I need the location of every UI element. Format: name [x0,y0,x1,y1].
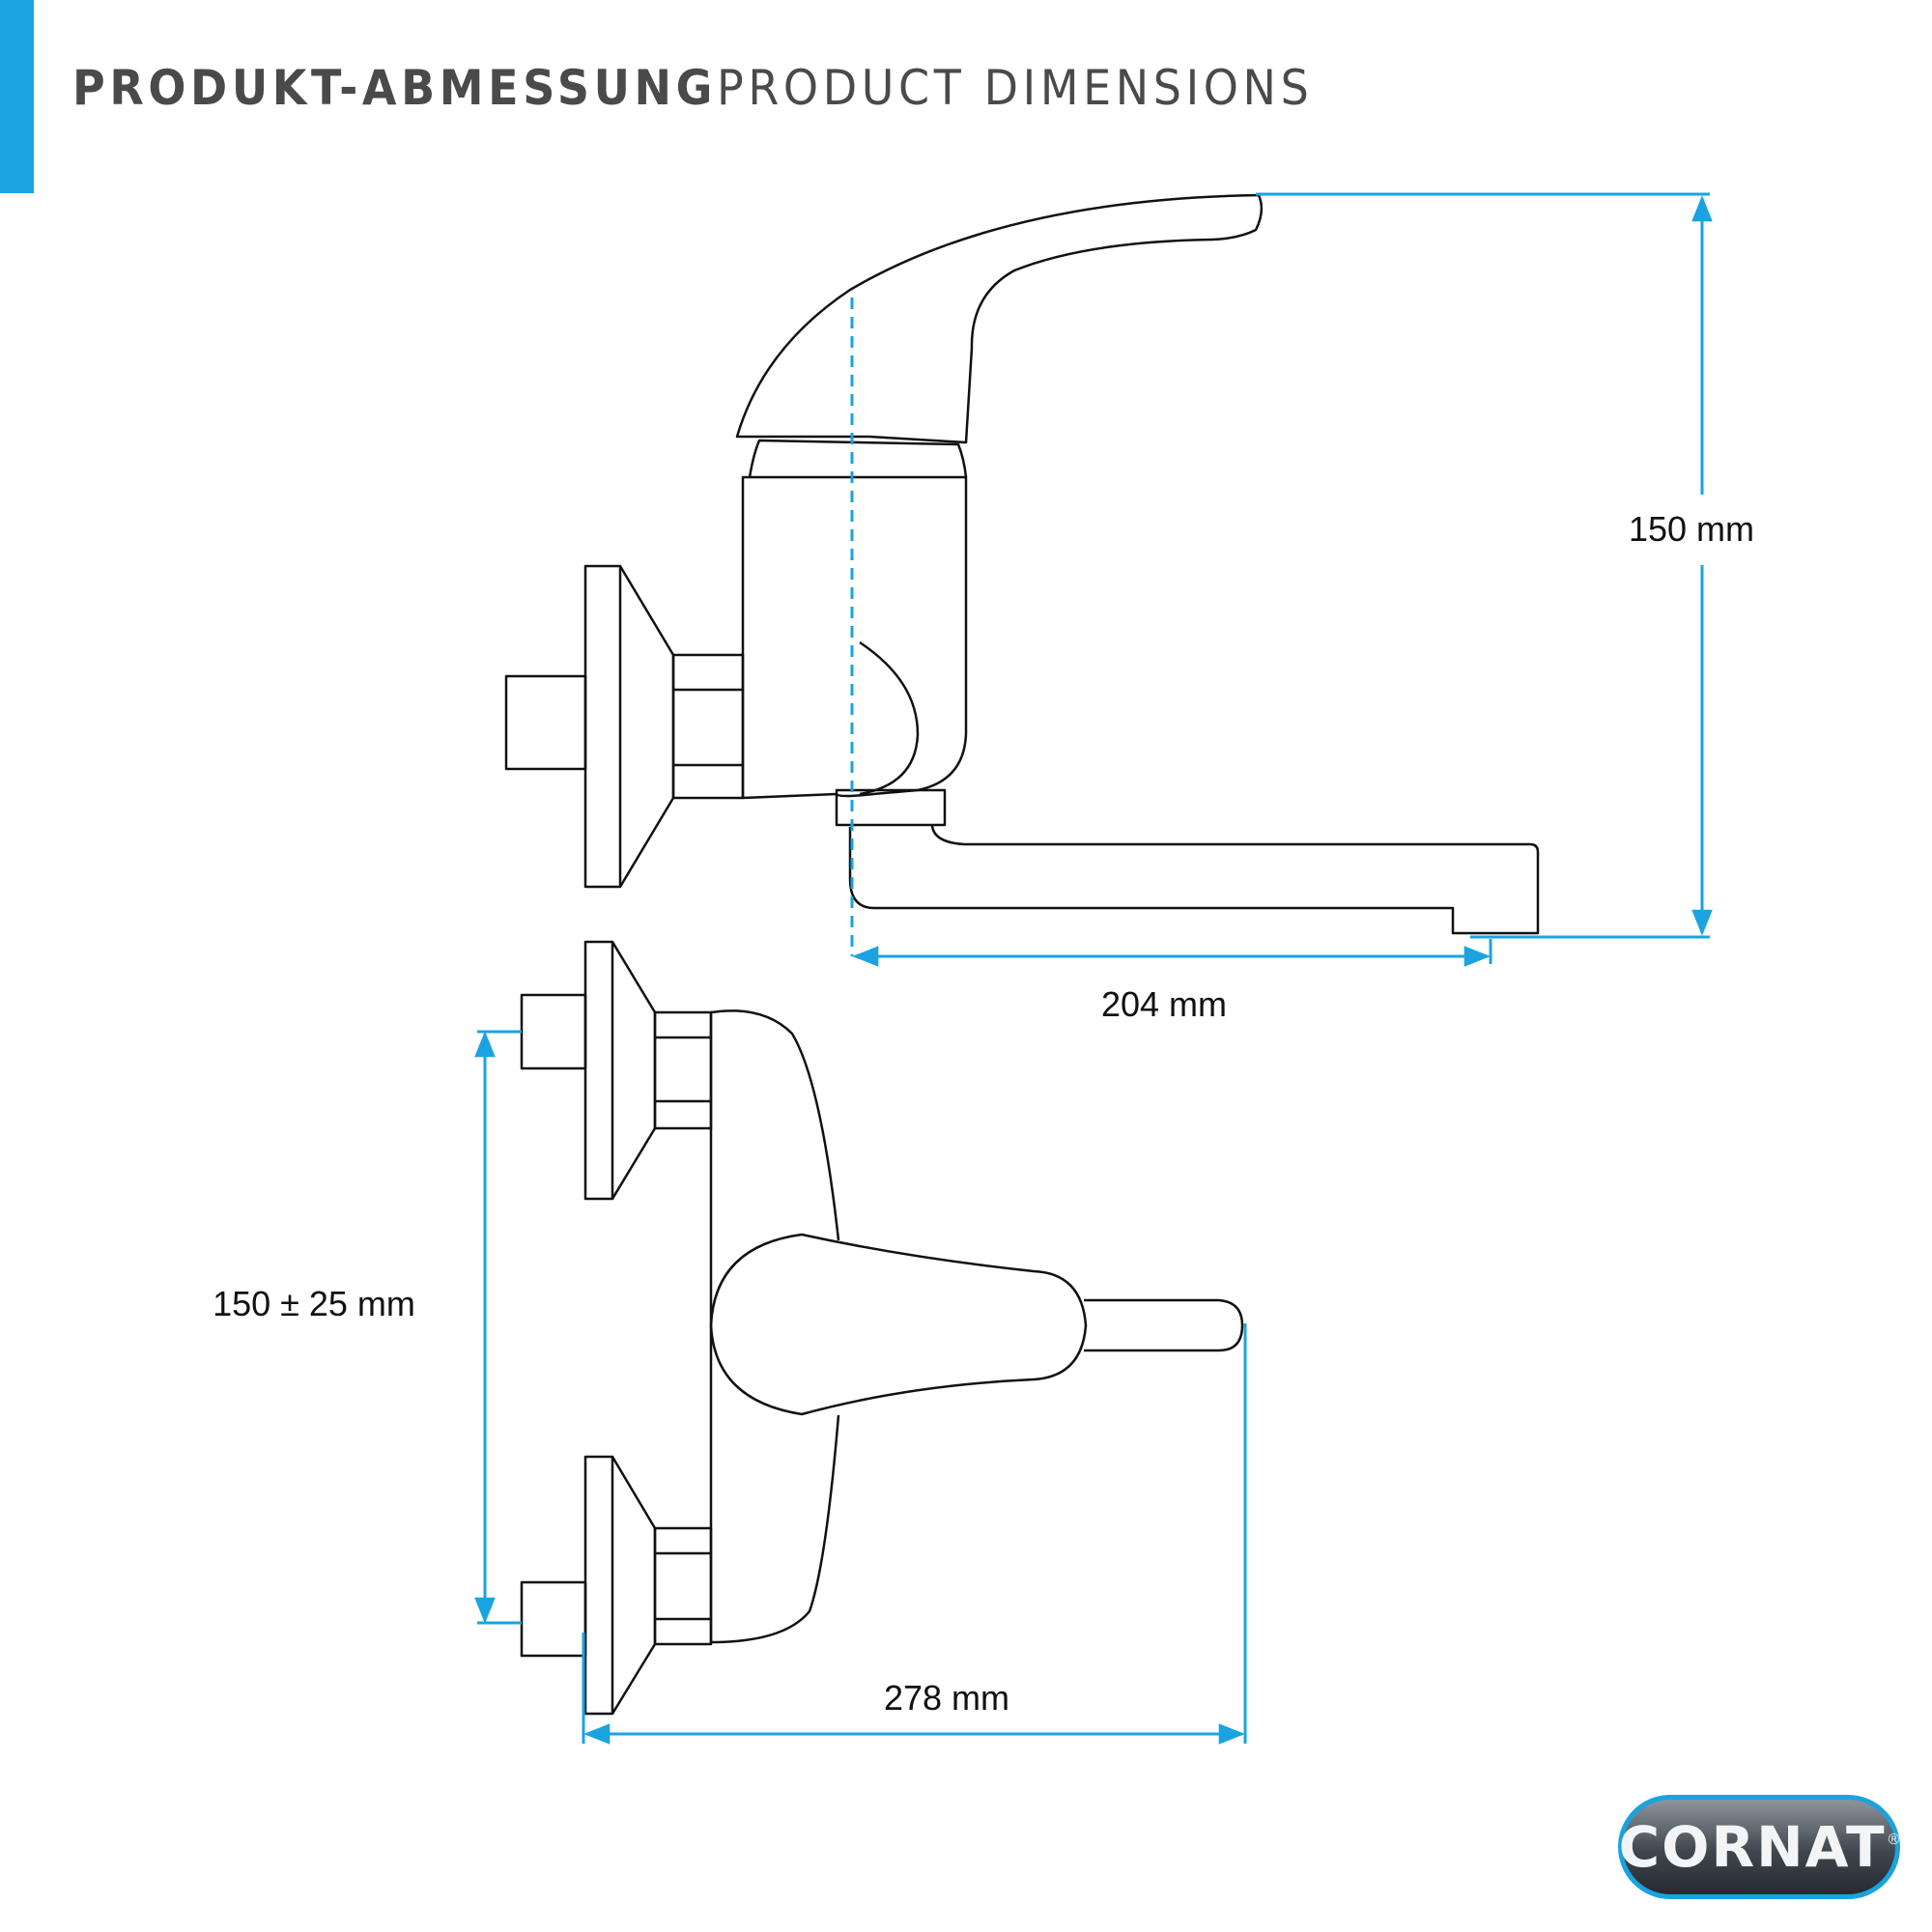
registered-mark: ® [1888,1832,1900,1848]
front-view-faucet [520,940,1244,1716]
side-view-dimensions [850,192,1713,967]
reach-label: 204 mm [1101,984,1227,1024]
title-german: PRODUKT-ABMESSUNG [72,60,717,116]
accent-bar [0,0,34,193]
spacing-label: 150 ± 25 mm [213,1284,415,1323]
side-view-faucet [504,193,1540,935]
title-english: PRODUCT DIMENSIONS [717,60,1314,116]
width-label: 278 mm [884,1678,1009,1718]
height-label: 150 mm [1629,509,1754,549]
brand-logo-text: CORNAT [1618,1814,1887,1880]
brand-logo: CORNAT ® [1618,1795,1900,1899]
front-view-dimensions [474,1030,1247,1745]
